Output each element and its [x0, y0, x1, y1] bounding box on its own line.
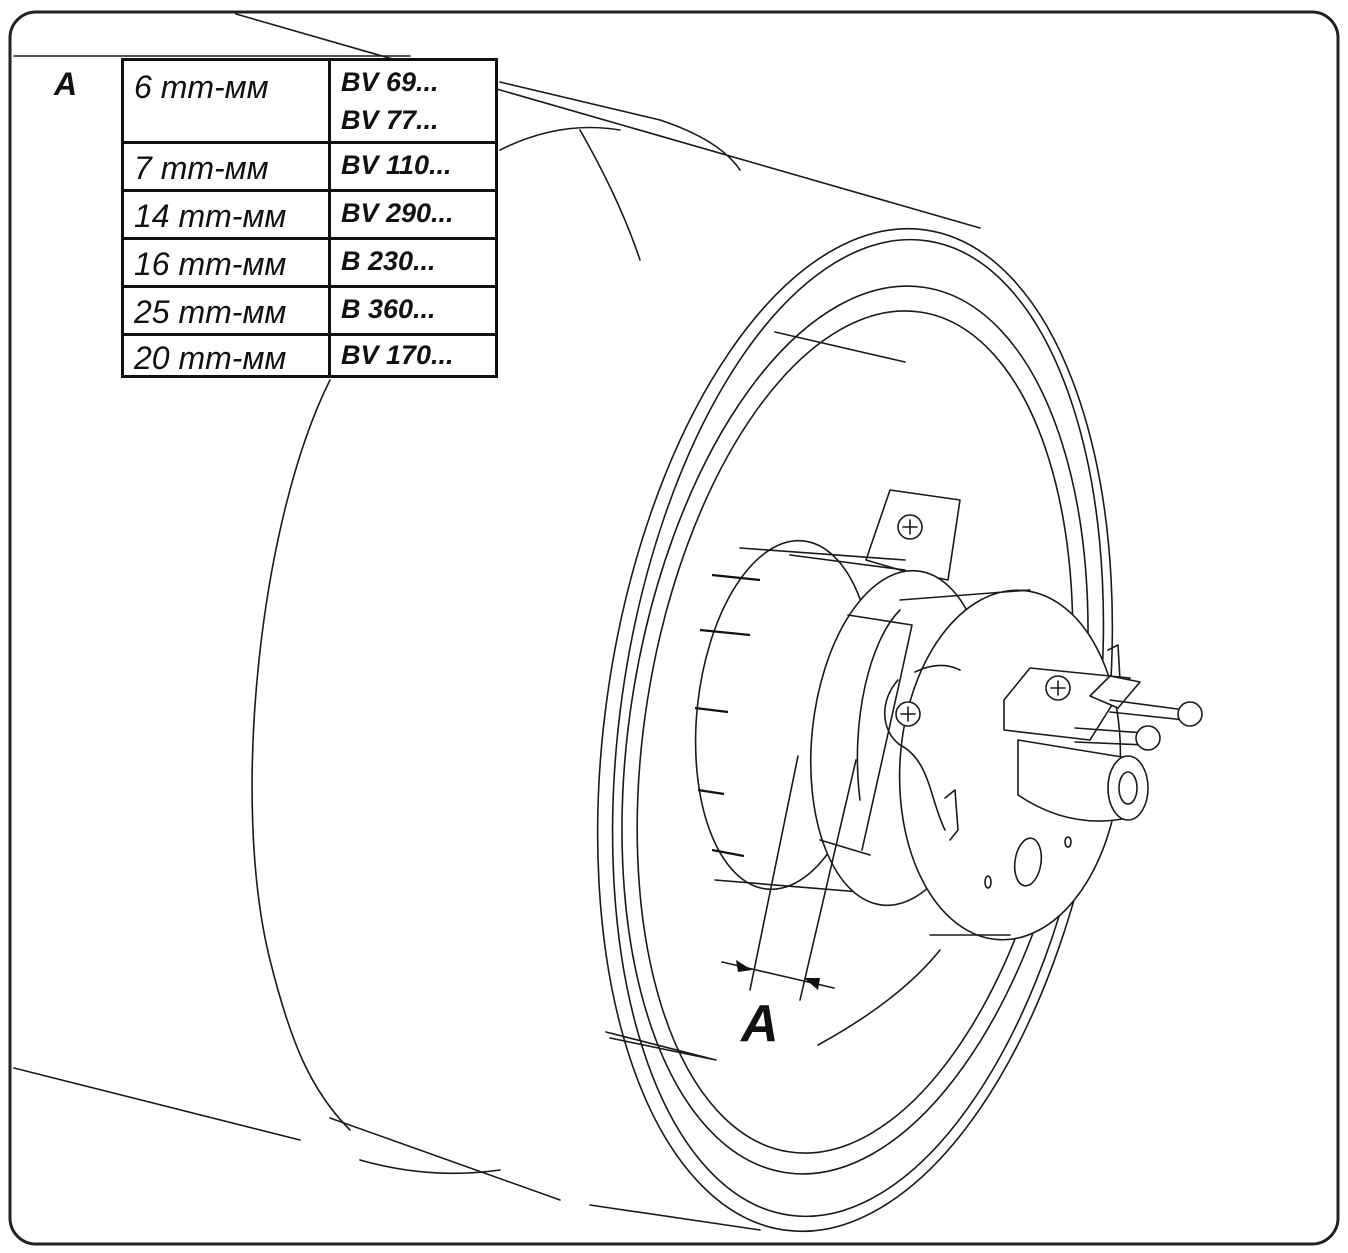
size-value: 25 mm-мм — [134, 294, 287, 330]
size-value: 20 mm-мм — [134, 340, 287, 376]
dimension-a-lines — [721, 755, 857, 1001]
code-value: BV 110... — [341, 150, 452, 180]
dimension-table: A 6 mm-мм BV 69... BV 77... 7 mm-мм BV 1… — [14, 58, 500, 380]
tube-body — [13, 13, 981, 1231]
dimension-a-label: A — [741, 995, 779, 1053]
size-cell: 20 mm-мм — [124, 336, 331, 376]
size-value: 14 mm-мм — [134, 198, 287, 234]
code-value: BV 290... — [341, 198, 454, 228]
code-cell: BV 110... — [331, 144, 495, 189]
table-row: 6 mm-мм BV 69... BV 77... — [124, 61, 495, 141]
code-value: B 360... — [341, 294, 436, 324]
code-value: BV 77... — [341, 105, 439, 135]
table-row: 14 mm-мм BV 290... — [124, 189, 495, 237]
table-dimension-label: A — [54, 66, 78, 102]
outer-frame — [8, 10, 1340, 1246]
size-value: 6 mm-мм — [134, 69, 269, 105]
table-row: 16 mm-мм B 230... — [124, 237, 495, 285]
size-value: 7 mm-мм — [134, 150, 269, 186]
size-cell: 7 mm-мм — [124, 144, 331, 189]
size-cell: 6 mm-мм — [124, 61, 331, 141]
size-cell: 14 mm-мм — [124, 192, 331, 237]
table-row: 25 mm-мм B 360... — [124, 285, 495, 333]
size-cell: 16 mm-мм — [124, 240, 331, 285]
code-value: B 230... — [341, 246, 436, 276]
motor-connector — [1003, 667, 1203, 822]
table-row: 20 mm-мм BV 170... — [124, 333, 495, 376]
code-cell: BV 170... — [331, 336, 495, 375]
dimension-table-grid: 6 mm-мм BV 69... BV 77... 7 mm-мм BV 110… — [121, 58, 498, 378]
code-cell: B 230... — [331, 240, 495, 285]
code-cell: B 360... — [331, 288, 495, 333]
code-cell: BV 290... — [331, 192, 495, 237]
code-value: BV 170... — [341, 340, 454, 370]
code-value: BV 69... — [341, 67, 439, 97]
table-row: 7 mm-мм BV 110... — [124, 141, 495, 189]
size-value: 16 mm-мм — [134, 246, 287, 282]
code-cell: BV 69... BV 77... — [331, 61, 495, 141]
size-cell: 25 mm-мм — [124, 288, 331, 333]
